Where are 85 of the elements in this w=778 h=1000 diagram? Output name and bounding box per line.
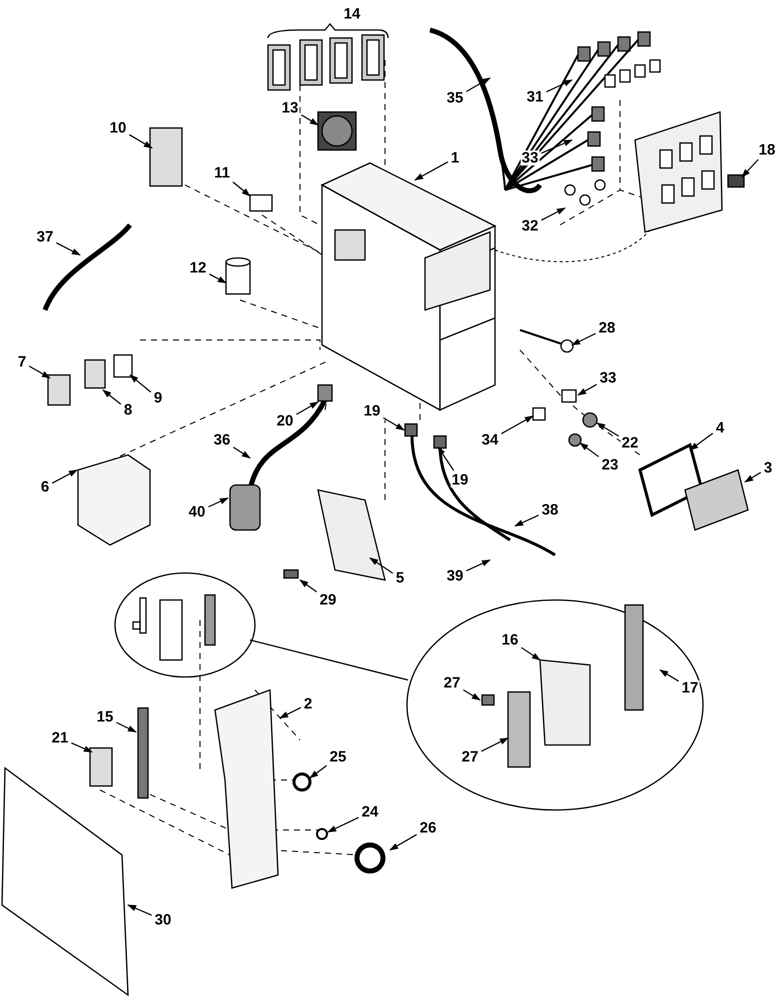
callout-number: 15 [96,710,114,724]
leader-line [521,647,541,660]
leader-line [327,816,359,833]
callout-number: 26 [418,820,438,836]
leader-line [233,446,251,458]
callout-number: 18 [758,142,776,158]
callout-number: 34 [480,432,500,448]
callout-number: 38 [540,502,560,518]
leader-line [389,834,417,851]
callout-number: 10 [108,120,128,136]
callout-number: 7 [16,354,28,370]
callout-number: 36 [212,432,232,448]
leader-line [309,765,328,779]
callout-number: 33 [520,150,540,166]
leader-line [596,422,619,437]
callout-number: 17 [680,680,700,696]
callout-number: 23 [600,458,620,472]
callout-number: 35 [446,90,464,106]
leader-line [514,514,539,527]
leader-line [577,384,597,396]
callout-number: 30 [154,912,172,928]
callout-number: 3 [762,460,774,476]
callout-number: 25 [328,750,348,764]
callout-number: 9 [152,390,164,406]
leader-line [501,415,534,434]
leader-line [129,134,153,149]
callout-number: 31 [526,90,544,104]
callout-number: 40 [188,504,206,520]
callout-number: 2 [302,696,314,712]
leader-line [301,114,319,126]
callout-number: 8 [122,402,134,418]
callout-number: 27 [460,750,480,764]
callout-number: 4 [714,420,726,436]
leader-line [466,77,491,92]
callout-number: 37 [36,230,54,244]
leader-line [481,737,509,752]
callout-number: 21 [50,730,70,746]
leader-line [383,417,405,431]
leader-line [299,579,317,592]
callout-number: 16 [500,632,520,648]
leader-line [741,159,759,178]
leader-line [232,182,251,197]
callout-number: 5 [394,570,406,586]
leader-line [546,79,573,92]
callout-number: 1 [450,150,460,166]
callout-number: 19 [450,472,470,488]
leader-line [369,558,394,574]
leader-line [56,242,81,256]
leader-line [541,207,566,221]
callout-number: 20 [276,414,294,428]
callout-number: 27 [442,676,462,690]
callout-number: 29 [318,592,338,608]
leader-line [414,161,448,181]
leader-line [127,904,152,916]
callout-number: 19 [362,404,382,418]
callout-number: 28 [598,320,616,336]
callout-number: 12 [188,260,208,276]
leader-line [129,374,152,393]
callout-number: 24 [360,804,380,820]
callout-number: 39 [446,568,464,584]
callout-number: 13 [280,100,300,116]
leader-line [28,366,51,379]
leader-line [571,332,596,346]
leader-line [541,139,573,154]
leader-line [689,432,714,451]
leader-line [296,401,319,415]
leader-line [52,469,78,484]
leader-line [744,472,762,483]
callout-number: 6 [40,480,50,494]
leader-line [71,742,93,753]
callout-number: 14 [344,6,360,22]
leader-line [438,446,454,471]
callout-number: 11 [213,166,231,180]
leader-line [579,442,599,458]
leader-line [102,389,122,405]
leader-line [466,559,491,572]
leader-line [463,689,481,701]
callout-number: 22 [620,436,640,450]
leader-line [659,669,679,682]
leader-line [116,722,137,733]
leader-line [208,497,229,508]
callout-number: 33 [598,370,618,386]
callout-number: 32 [520,218,540,234]
leader-line [209,274,227,284]
leader-line [279,707,302,719]
